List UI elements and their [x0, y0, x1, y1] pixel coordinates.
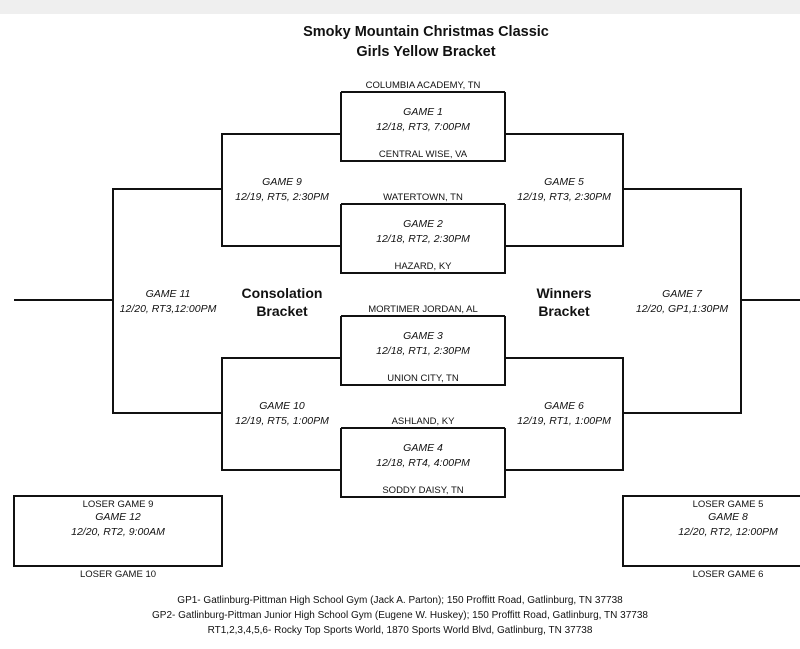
game-2-box [340, 203, 506, 274]
loser-game-10: LOSER GAME 10 [79, 569, 157, 580]
loser-game-9: LOSER GAME 9 [82, 499, 154, 510]
footer-gp2: GP2- Gatlinburg-Pittman Junior High Scho… [152, 610, 648, 621]
team-hazard: HAZARD, KY [394, 261, 452, 272]
page-title: Smoky Mountain Christmas Classic [303, 24, 549, 40]
team-soddy-daisy: SODDY DAISY, TN [382, 485, 464, 496]
footer-gp1: GP1- Gatlinburg-Pittman High School Gym … [177, 595, 623, 606]
game-12-box [13, 495, 223, 567]
loser-game-6: LOSER GAME 6 [692, 569, 764, 580]
team-watertown: WATERTOWN, TN [383, 192, 463, 203]
game-3-box [340, 315, 506, 386]
game-4-box [340, 427, 506, 498]
team-ashland: ASHLAND, KY [391, 416, 455, 427]
game-1-box [340, 91, 506, 162]
team-union-city: UNION CITY, TN [387, 373, 459, 384]
footer-rt: RT1,2,3,4,5,6- Rocky Top Sports World, 1… [207, 625, 593, 636]
team-columbia-academy: COLUMBIA ACADEMY, TN [365, 80, 481, 91]
game-8-box [622, 495, 800, 567]
top-strip [0, 0, 800, 14]
team-mortimer-jordan: MORTIMER JORDAN, AL [368, 304, 478, 315]
loser-game-5: LOSER GAME 5 [692, 499, 764, 510]
page-subtitle: Girls Yellow Bracket [356, 44, 496, 60]
team-central-wise: CENTRAL WISE, VA [378, 149, 468, 160]
